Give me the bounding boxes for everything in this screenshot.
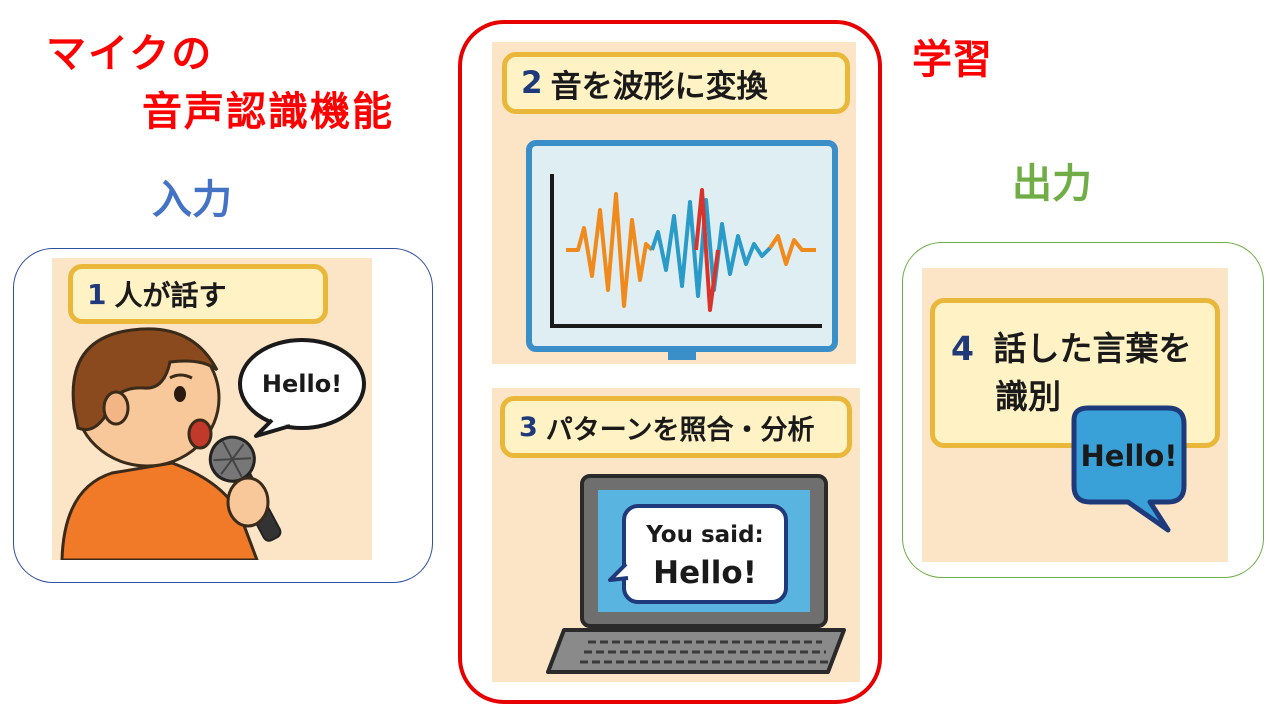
step3-panel: 3 パターンを照合・分析 You said: Hello! bbox=[492, 388, 860, 682]
waveform-graph bbox=[550, 174, 822, 328]
input-frame bbox=[13, 248, 433, 583]
monitor-stand bbox=[668, 352, 696, 360]
person-with-microphone-illustration bbox=[60, 327, 282, 560]
title-line1: マイクの bbox=[46, 31, 214, 77]
section-output-label: 出力 bbox=[1012, 161, 1092, 207]
step2-label: 2 音を波形に変換 bbox=[502, 52, 850, 114]
speaker-bubble-text: Hello! bbox=[261, 370, 343, 398]
title-line2: 音声認識機能 bbox=[142, 89, 394, 135]
laptop-bubble-line1: You said: bbox=[646, 522, 764, 548]
step1-label: 1 人が話す bbox=[68, 264, 328, 324]
step4-number: 4 bbox=[951, 329, 974, 369]
result-bubble-text: Hello! bbox=[1080, 439, 1178, 473]
step3-text: パターンを照合・分析 bbox=[545, 414, 815, 446]
speaker-bubble-shape bbox=[238, 338, 366, 438]
laptop-bubble-line2: Hello! bbox=[653, 555, 757, 591]
step4-text-line2: 識別 bbox=[995, 377, 1061, 416]
section-input-label: 入力 bbox=[152, 177, 232, 223]
step2-number: 2 bbox=[521, 65, 543, 101]
section-learning-label: 学習 bbox=[912, 37, 992, 83]
output-frame bbox=[902, 242, 1264, 578]
learning-frame bbox=[458, 20, 882, 704]
step2-text: 音を波形に変換 bbox=[550, 68, 768, 105]
step1-panel: 1 人が話す Hello! bbox=[52, 258, 372, 560]
step3-label: 3 パターンを照合・分析 bbox=[500, 396, 852, 458]
step4-panel: 4 話した言葉を 識別 Hello! bbox=[922, 268, 1228, 562]
step4-text-line1: 話した言葉を bbox=[993, 329, 1192, 369]
step3-number: 3 bbox=[519, 411, 538, 443]
step1-number: 1 bbox=[87, 277, 107, 311]
step1-text: 人が話す bbox=[114, 279, 227, 312]
step2-panel: 2 音を波形に変換 bbox=[492, 42, 856, 364]
laptop-illustration bbox=[546, 474, 846, 674]
result-bubble-shape bbox=[1071, 405, 1187, 533]
